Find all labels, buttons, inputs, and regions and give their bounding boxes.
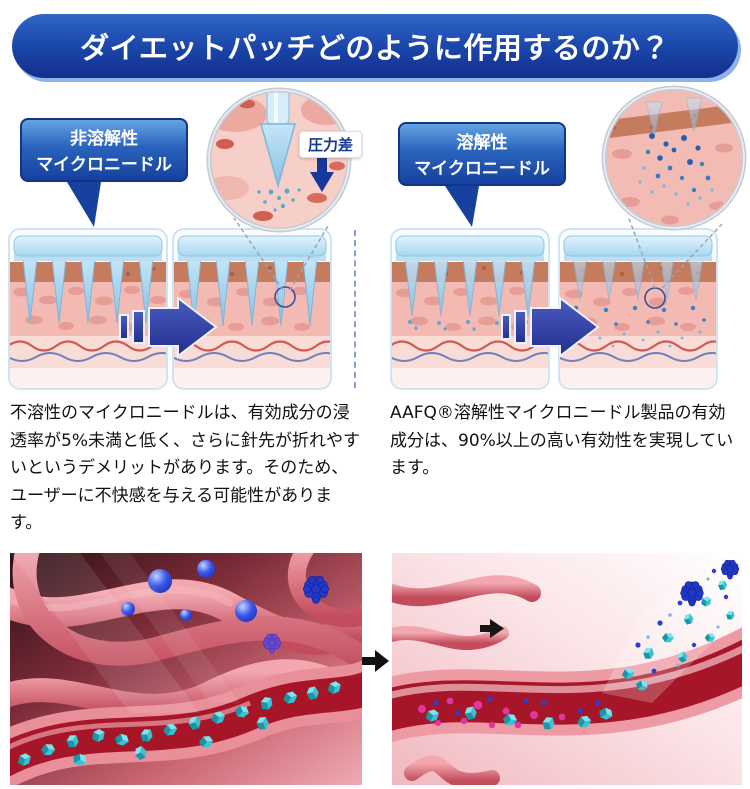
label-line2: マイクロニードル <box>36 154 172 175</box>
magnified-needle <box>260 123 296 189</box>
magnifier-dissolve-circle <box>601 85 747 231</box>
skin-panel-dissolving-after <box>558 228 718 390</box>
released-ingredient-dots <box>257 188 301 212</box>
section-divider <box>354 230 356 388</box>
microneedle-patch <box>395 235 545 257</box>
title-banner: ダイエットパッチどのように作用するのか？ <box>12 14 738 78</box>
arrow-right-icon <box>119 296 218 358</box>
vessel-lumen <box>10 672 362 777</box>
arrow-down-icon <box>310 144 334 192</box>
dissolving-particle-swarm <box>638 133 714 206</box>
arrow-right-icon <box>501 296 600 358</box>
microneedles <box>22 257 154 324</box>
label-line1: 溶解性 <box>456 133 508 153</box>
magnifier-pressure-circle <box>206 87 352 233</box>
bubble-tail-icon <box>67 182 101 227</box>
arrow-right-icon <box>362 650 389 672</box>
microneedle-patch <box>13 235 163 257</box>
inspection-circle-marker <box>274 286 296 308</box>
microneedle-patch <box>563 235 713 257</box>
non-dissolving-description: 不溶性のマイクロニードルは、有効成分の浸透率が5%未満と低く、さらに針先が折れや… <box>10 403 360 534</box>
bubble-tail-icon <box>445 186 479 227</box>
blood-vessel-before-image <box>10 553 362 785</box>
dissolving-label-bubble: 溶解性 マイクロニードル <box>398 122 566 186</box>
magnifier-connector-lines <box>627 215 723 289</box>
skin-panel-nondissolving-before <box>8 228 168 390</box>
magnifier-connector-lines <box>233 217 329 291</box>
flowing-particles <box>418 696 615 732</box>
arrow-right-icon <box>480 619 504 638</box>
microneedle-patch <box>177 235 327 257</box>
pressure-label: 圧力差 <box>299 131 363 158</box>
non-dissolving-label-bubble: 非溶解性 マイクロニードル <box>20 118 188 182</box>
blood-vessel-after-image <box>392 553 742 785</box>
label-line2: マイクロニードル <box>414 158 550 179</box>
ingredient-spheres <box>121 560 257 622</box>
page-title: ダイエットパッチどのように作用するのか？ <box>80 31 670 65</box>
dissolving-description: AAFQ®溶解性マイクロニードル製品の有効成分は、90%以上の高い有効性を実現し… <box>390 403 734 479</box>
skin-panel-nondissolving-after <box>172 228 332 390</box>
label-line1: 非溶解性 <box>70 129 138 149</box>
release-stream <box>602 553 742 703</box>
